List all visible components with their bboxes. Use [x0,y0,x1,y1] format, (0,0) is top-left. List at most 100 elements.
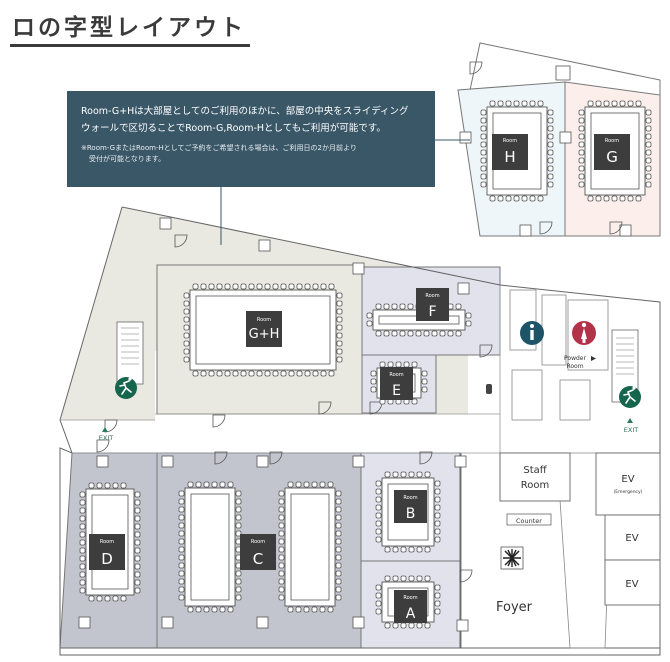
room-b-chair [408,546,415,553]
room-h-chair [547,109,554,116]
room-h-chair [513,100,520,107]
room-c-right-chair [295,606,302,613]
room-gh-chair [328,283,335,290]
room-d-chair [134,547,141,554]
room-b-chair [384,546,391,553]
room-c-right-chair [278,562,285,569]
room-h-chair [480,149,487,156]
room-b-name: B [406,506,416,522]
room-g-chair [619,100,626,107]
room-gh-chair [224,283,231,290]
room-g-chair [619,195,626,202]
room-b-chair [375,520,382,527]
room-gh-chair [256,370,263,377]
room-g-chair [578,133,585,140]
room-c-right-chair [287,606,294,613]
room-h-name: H [504,148,515,166]
room-e-chair [411,398,418,405]
room-g-chair [578,165,585,172]
room-gh-chair [216,283,223,290]
room-d-chair [112,595,119,602]
room-gh-chair [336,300,343,307]
room-c-left-chair [178,594,185,601]
room-c-left-chair [235,490,242,497]
room-d-chair [120,595,127,602]
room-c-left-chair [235,578,242,585]
room-b-chair [434,528,441,535]
room-g-chair [578,149,585,156]
room-h-chair [505,195,512,202]
room-c-left-chair [235,514,242,521]
room-c-right-chair [335,594,342,601]
room-c-right-chair [335,514,342,521]
room-f-chair [465,312,472,319]
room-gh-chair [224,370,231,377]
powder-room-label-1: Powder [564,355,586,362]
room-gh-chair [183,340,190,347]
room-gh-chair [264,370,271,377]
room-h-chair [480,165,487,172]
info-icon [520,321,544,345]
room-e-chair [370,378,377,385]
room-g-chair [645,133,652,140]
room-c-left-chair [235,530,242,537]
room-c-left-chair [211,481,218,488]
room-c-right-chair [278,506,285,513]
info-note: Room-G+Hは大部屋としてのご利用のほかに、部屋の中央をスライディング ウォ… [67,91,435,187]
room-f-chair [366,312,373,319]
room-d-chair [79,515,86,522]
room-c-right-chair [278,554,285,561]
room-label-g: Room G [594,134,630,170]
room-c-left-chair [235,570,242,577]
room-d-chair [134,587,141,594]
room-g-chair [603,100,610,107]
room-f-chair [383,303,390,310]
room-gh-chair [336,340,343,347]
room-h-chair [537,100,544,107]
ev-emergency-label: EV [621,474,634,485]
room-c-left-chair [178,530,185,537]
svg-text:Room: Room [257,317,271,323]
room-e-chair [387,361,394,368]
room-h-chair [505,100,512,107]
room-d-chair [120,482,127,489]
room-b-chair [434,504,441,511]
room-a-chair [434,584,441,591]
svg-text:Room: Room [389,372,403,378]
room-c-right-chair [327,606,334,613]
room-c-right-chair [278,586,285,593]
room-f-chair [391,303,398,310]
room-h-chair [480,141,487,148]
room-h-chair [480,125,487,132]
room-g-chair [578,117,585,124]
room-c-right-chair [335,490,342,497]
ev-emergency-sub: (Emergency) [614,489,643,495]
room-a-chair [392,575,399,582]
room-c-right-chair [335,554,342,561]
room-h-chair [521,100,528,107]
foyer-label: Foyer [496,600,533,615]
room-h-chair [529,100,536,107]
room-gh-chair [272,283,279,290]
room-h-chair [547,149,554,156]
room-a-name: A [406,606,416,622]
room-gh-chair [192,370,199,377]
staff-room-label-2: Room [521,480,549,491]
room-gh-chair [280,283,287,290]
room-c-left-chair [178,522,185,529]
room-a-chair [375,600,382,607]
room-gh-chair [183,300,190,307]
emergency-exit-icon [619,386,641,408]
note-line-2: ウォールで区切ることでRoom-G,Room-Hとしてもご利用が可能です。 [81,123,386,134]
room-d-chair [96,595,103,602]
room-c-left-chair [235,498,242,505]
room-c-right-chair [311,606,318,613]
room-gh-chair [240,283,247,290]
room-g-chair [587,100,594,107]
room-d-chair [79,539,86,546]
room-d-chair [79,587,86,594]
note-small-2: 受付が可能となります。 [89,155,166,163]
note-line-1: Room-G+Hは大部屋としてのご利用のほかに、部屋の中央をスライディング [81,106,409,117]
room-c-left-chair [178,554,185,561]
